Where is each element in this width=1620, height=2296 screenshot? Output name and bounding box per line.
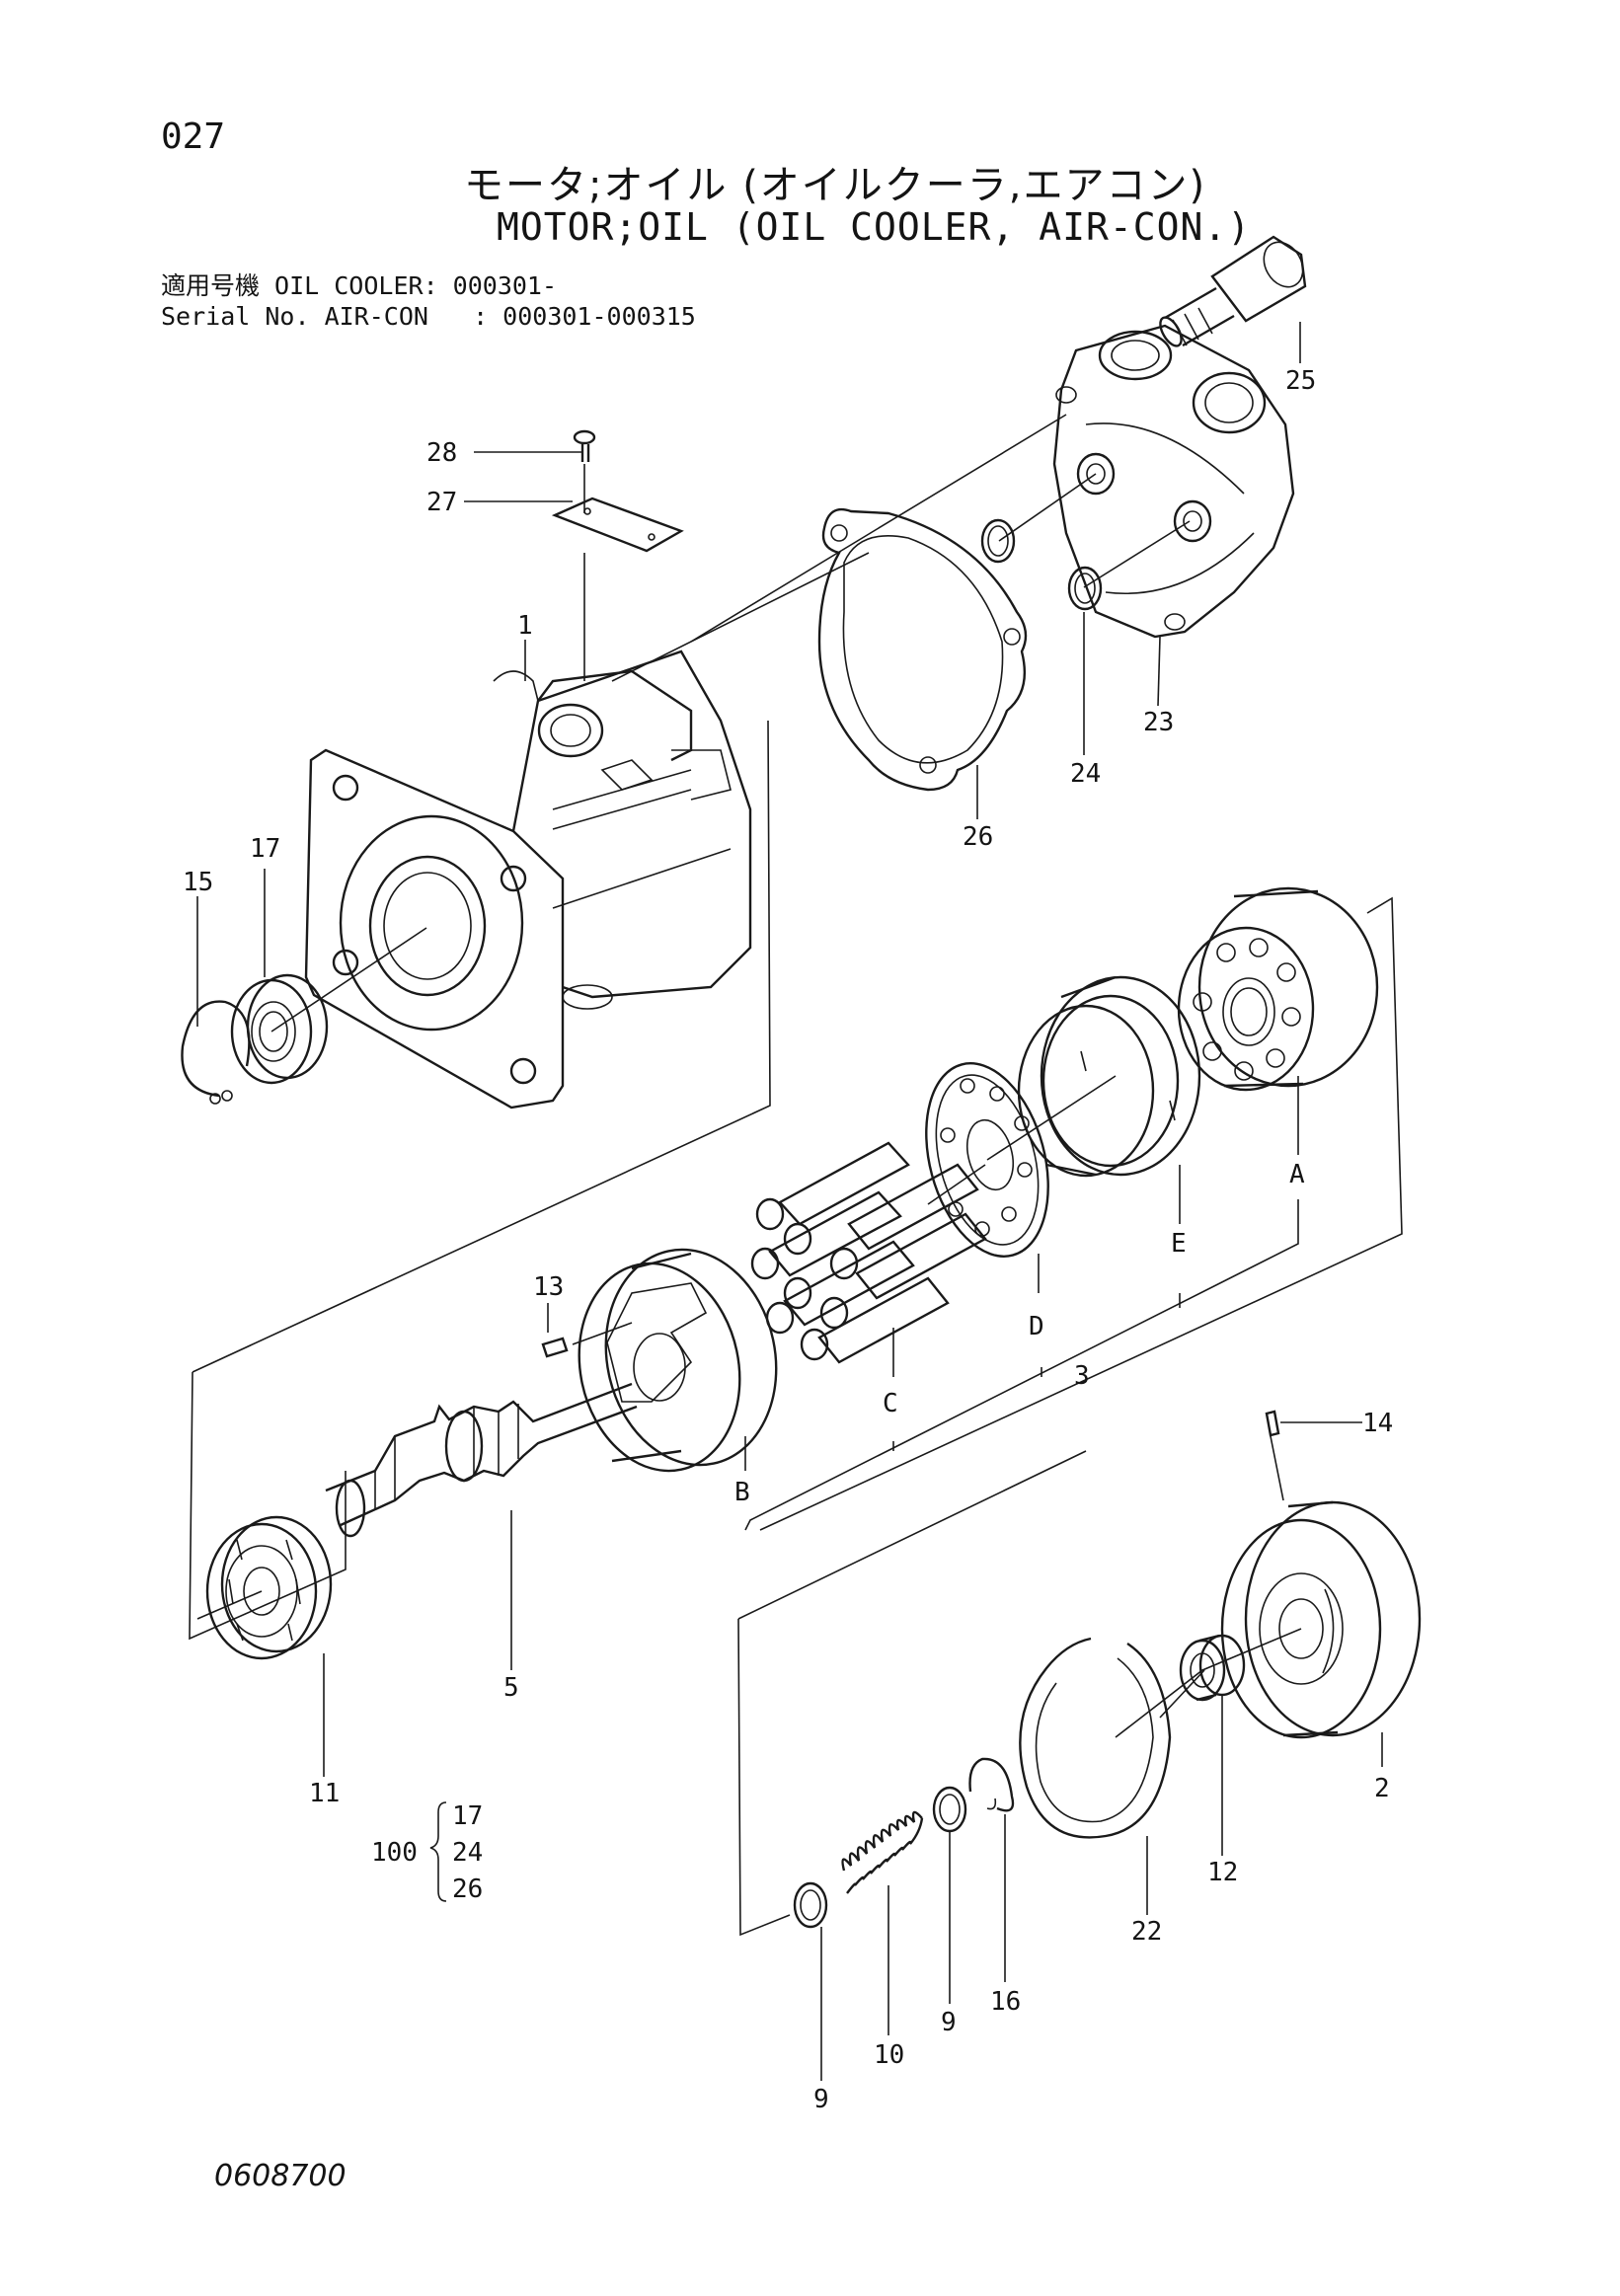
part-B-swash-plate [578,1248,778,1473]
part-10-spring [841,1810,924,1894]
title-english: MOTOR;OIL (OIL COOLER, AIR-CON.) [497,205,1252,249]
part-23-port-cover [1052,324,1295,639]
serial-applicability-line-2: Serial No. AIR-CON : 000301-000315 [161,302,696,331]
callout-3: 3 [1074,1361,1090,1391]
part-13-pin [541,1337,569,1358]
callout-13: 13 [533,1272,564,1302]
part-A-cylinder-block [1177,886,1379,1092]
serial-applicability-line-1: 適用号機 OIL COOLER: 000301- [161,271,558,300]
callout-9-upper: 9 [941,2008,957,2037]
part-15-snap-ring [181,1000,251,1105]
callout-25: 25 [1285,366,1316,396]
callout-16: 16 [990,1987,1021,2017]
part-25-bolt [1159,235,1307,347]
callout-14: 14 [1362,1409,1393,1438]
callout-2: 2 [1374,1774,1390,1803]
callout-E: E [1171,1229,1187,1259]
part-D-shoe-plate [925,1062,1049,1258]
callout-15: 15 [183,868,213,897]
callout-B: B [734,1478,750,1507]
part-1-housing [304,650,752,1110]
callout-22: 22 [1131,1917,1162,1947]
subassembly-3-bracket [744,1199,1299,1531]
part-26-gasket [817,507,1028,792]
page-number: 027 [161,116,226,157]
explode-lines [189,414,1403,1937]
callout-27: 27 [426,488,457,517]
kit-100-item-26: 26 [452,1875,483,1904]
kit-100-item-24: 24 [452,1838,483,1868]
callout-12: 12 [1207,1858,1238,1887]
part-2-end-cover [1220,1500,1422,1739]
part-12-needle-bearing [1179,1634,1246,1702]
callout-C: C [883,1389,898,1418]
part-27-nameplate [551,497,684,553]
callout-leaders [196,322,1383,2081]
kit-100-item-17: 17 [452,1801,483,1831]
callout-5: 5 [503,1673,519,1703]
part-E-ring [1017,975,1201,1178]
part-14-pin [1265,1410,1280,1437]
part-11-bearing [205,1515,333,1660]
callout-17: 17 [250,834,280,864]
callout-A: A [1289,1160,1305,1189]
callout-labels: 1 2 3 5 9 9 10 11 12 13 14 15 16 17 22 2… [183,366,1393,2114]
kit-100-brace [429,1801,447,1902]
part-C-pistons [750,1141,987,1364]
callout-10: 10 [874,2040,904,2070]
callout-D: D [1029,1312,1044,1341]
callout-23: 23 [1143,708,1174,737]
callout-26: 26 [963,822,993,852]
callout-9-lower: 9 [813,2085,829,2114]
part-28-screw [573,429,596,462]
callout-24: 24 [1070,759,1101,789]
part-16-snap-ring [968,1757,1015,1812]
part-9-washer-lower [793,1881,828,1929]
callout-1: 1 [517,611,533,641]
part-24-o-rings [980,518,1103,611]
figure-number: 0608700 [214,2159,347,2193]
title-japanese: モータ;オイル (オイルクーラ,エアコン) [464,163,1207,208]
part-9-washer-upper [932,1786,967,1833]
callout-11: 11 [309,1779,340,1808]
part-5-shaft [325,1382,638,1538]
part-22-snap-ring [1019,1637,1172,1839]
kit-100-number: 100 [371,1838,418,1868]
callout-28: 28 [426,438,457,468]
